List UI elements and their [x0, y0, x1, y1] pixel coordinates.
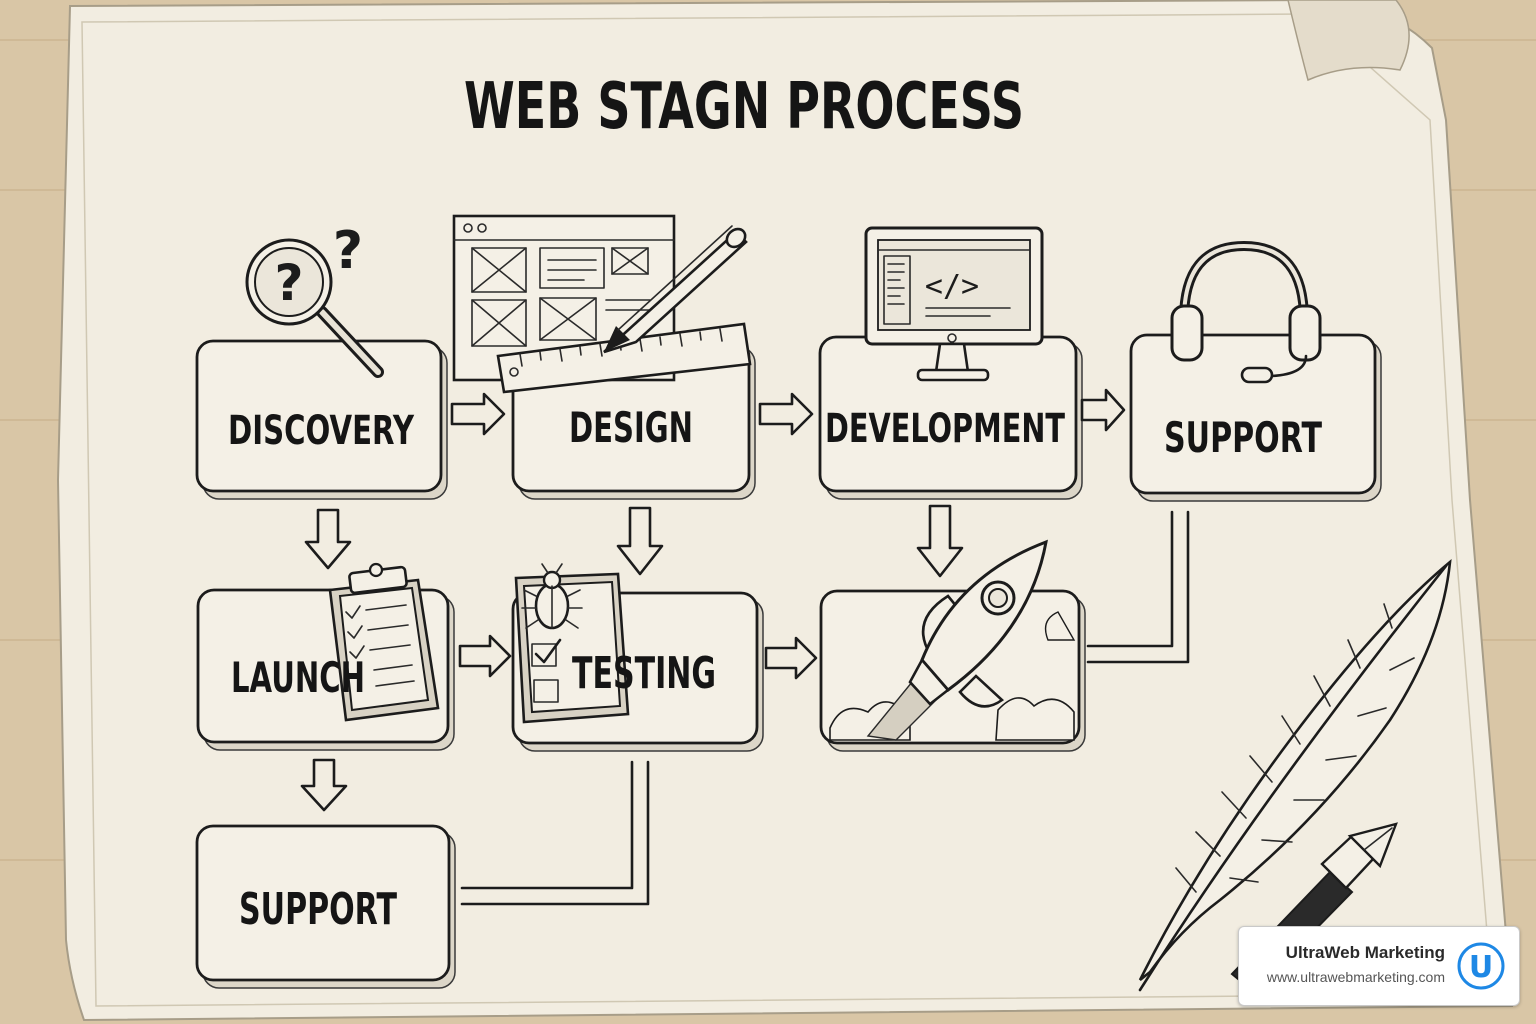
svg-text:?: ? — [333, 221, 363, 281]
arrows — [300, 388, 1190, 906]
wireframe-pencil-ruler-icon — [452, 214, 752, 394]
node-label-launch: LAUNCH — [231, 653, 365, 702]
node-development: DEVELOPMENT — [818, 335, 1083, 500]
node-label-design: DESIGN — [569, 403, 693, 452]
node-label-development: DEVELOPMENT — [825, 406, 1066, 452]
magnifier-question-icon: ? ? — [245, 221, 384, 378]
diagram-title: WEB STAGN PROCESS — [464, 70, 1024, 144]
svg-text:?: ? — [274, 254, 303, 312]
brand-url: www.ultrawebmarketing.com — [1266, 969, 1445, 985]
bug-checklist-icon — [514, 563, 630, 724]
monitor-code-icon: </> — [864, 226, 1044, 382]
clipboard-checklist-icon — [328, 562, 440, 722]
arrow-down-icon — [916, 504, 964, 578]
brand-badge: UltraWeb Marketing www.ultrawebmarketing… — [1238, 926, 1520, 1006]
brand-logo-letter: U — [1469, 950, 1493, 985]
brand-logo-icon: U — [1457, 942, 1505, 990]
rocket-icon — [829, 539, 1076, 741]
arrow-right-icon — [764, 636, 818, 680]
arrow-down-icon — [304, 508, 352, 570]
arrow-right-icon — [450, 392, 506, 436]
arrow-right-icon — [458, 634, 512, 678]
node-label-testing: TESTING — [572, 648, 716, 699]
arrow-down-icon — [616, 506, 664, 576]
node-label-support-bottom: SUPPORT — [239, 884, 397, 935]
node-discovery: DISCOVERY — [195, 339, 448, 500]
node-support-top: SUPPORT — [1129, 333, 1382, 502]
arrow-right-icon — [758, 392, 814, 436]
node-label-discovery: DISCOVERY — [228, 408, 415, 454]
node-support-bottom: SUPPORT — [195, 824, 456, 989]
node-label-support-top: SUPPORT — [1164, 413, 1322, 462]
code-symbol-text: </> — [925, 269, 979, 304]
quill-pen-icon — [1138, 558, 1452, 992]
brand-name: UltraWeb Marketing — [1285, 943, 1445, 962]
headset-icon — [1170, 240, 1322, 384]
arrow-down-icon — [300, 758, 348, 812]
arrow-right-icon — [1080, 388, 1126, 432]
